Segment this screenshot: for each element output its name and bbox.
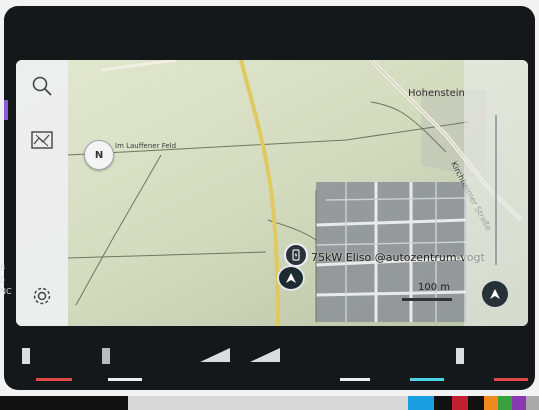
poi-label[interactable]: 75kW Eliso @autozentrum-vogt <box>311 251 485 264</box>
hw-button[interactable] <box>456 348 464 364</box>
indicator-red <box>36 378 72 381</box>
swatch <box>0 396 128 410</box>
indicator-cyan <box>410 378 444 381</box>
hw-button[interactable] <box>22 348 30 364</box>
navigation-screen: Im Lauffener Feld Hohenstein Kirchheimer… <box>16 60 528 326</box>
swatch <box>468 396 484 410</box>
search-button[interactable] <box>22 68 62 108</box>
scale-bar <box>402 298 452 301</box>
swatch <box>408 396 434 410</box>
indicator-white <box>108 378 142 381</box>
temp-slider-right-icon[interactable] <box>250 348 280 362</box>
compass-letter: N <box>94 149 104 161</box>
zoom-slider[interactable] <box>495 115 497 265</box>
swatch <box>434 396 452 410</box>
swatch <box>526 396 539 410</box>
left-sidebar <box>16 60 68 326</box>
map-view-button[interactable] <box>22 122 62 162</box>
indicator-white <box>340 378 370 381</box>
gear-icon <box>31 285 53 311</box>
swatch <box>512 396 526 410</box>
recenter-button[interactable] <box>482 281 508 307</box>
vehicle-position-icon <box>277 265 305 291</box>
settings-button[interactable] <box>22 278 62 318</box>
charging-station-icon[interactable] <box>284 243 308 267</box>
left-edge-indicator: 8 5 NC <box>0 263 12 296</box>
swatch <box>128 396 408 410</box>
temp-slider-left-icon[interactable] <box>200 348 230 362</box>
search-icon <box>31 75 53 101</box>
map-view-icon <box>30 129 54 155</box>
street-label: Im Lauffener Feld <box>115 142 177 150</box>
urban-area <box>316 182 466 322</box>
indicator-red <box>494 378 528 381</box>
swatch <box>498 396 512 410</box>
side-accent <box>4 100 8 120</box>
swatch <box>452 396 468 410</box>
hw-button[interactable] <box>102 348 110 364</box>
climate-controls-row <box>4 340 535 390</box>
swatch <box>484 396 498 410</box>
scale-label: 100 m <box>418 282 451 293</box>
compass-button[interactable]: N <box>84 140 114 170</box>
town-label: Hohenstein <box>408 88 465 99</box>
navigation-arrow-icon <box>489 285 501 304</box>
map-canvas[interactable] <box>16 60 528 326</box>
